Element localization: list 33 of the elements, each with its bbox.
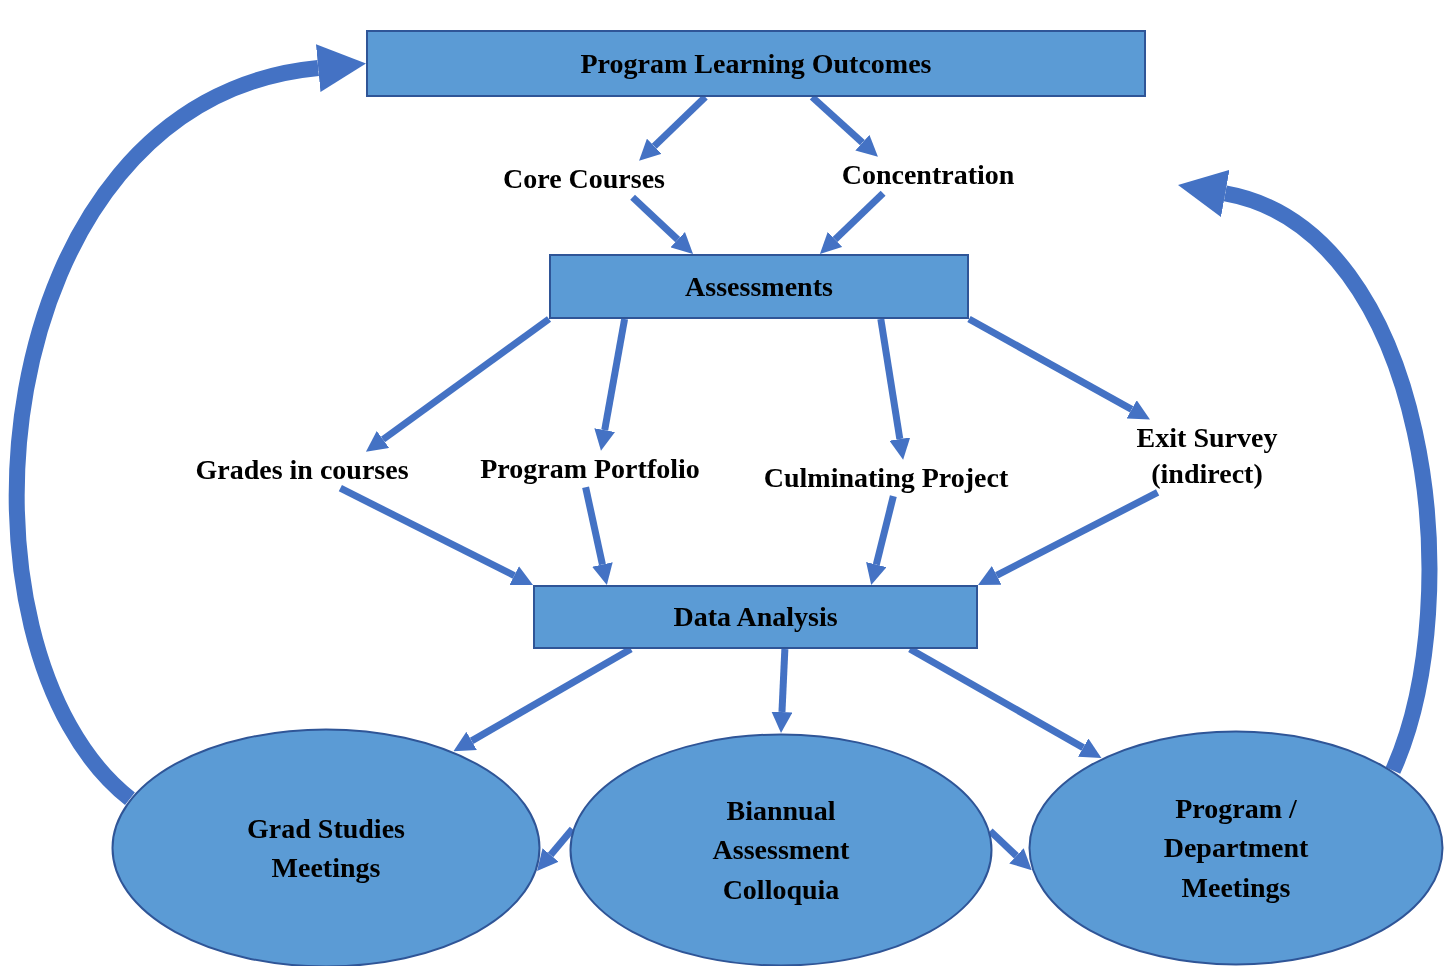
step-label: Program Portfolio [480,450,700,488]
process-box [549,254,969,319]
step-label: Exit Survey (indirect) [1112,419,1302,493]
curved-arrow [9,44,365,805]
arrow [819,190,886,254]
box-label: Program Learning Outcomes [580,46,932,81]
arrow [987,828,1032,871]
arrow [978,489,1160,585]
step-label: Core Courses [503,160,665,198]
arrow [866,495,897,585]
process-box [366,30,1146,97]
ellipse-label: Biannual Assessment Colloquia [711,794,851,907]
ellipse-label: Grad Studies Meetings [246,811,406,885]
arrow [877,318,911,460]
box-label: Assessments [685,269,833,304]
arrow [809,94,878,157]
curved-arrow [1179,170,1438,774]
arrow [630,194,694,254]
step-label: Grades in courses [195,451,409,489]
arrow [537,826,576,871]
arrow [594,318,629,451]
box-label: Data Analysis [673,600,838,635]
ellipse-label: Program / Department Meetings [1162,792,1310,905]
arrow [967,315,1150,420]
arrow [771,648,793,733]
arrow [365,316,552,452]
step-label: Culminating Project [763,459,1009,497]
process-box [533,585,978,649]
meeting-ellipse [1028,730,1444,966]
arrow [639,94,708,161]
arrow [338,485,533,585]
arrow [582,486,613,585]
step-label: Concentration [841,156,1015,194]
